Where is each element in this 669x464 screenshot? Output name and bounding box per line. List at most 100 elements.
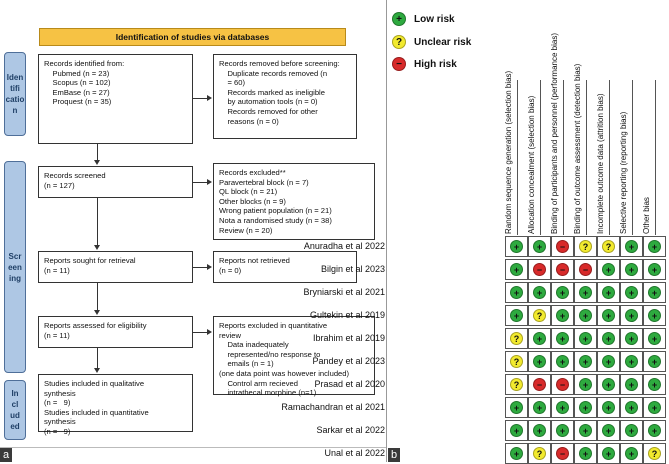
column-guide-line — [562, 80, 564, 235]
records-identified-box: Records identified from: Pubmed (n = 23)… — [38, 54, 193, 144]
risk-rating-icon: + — [648, 286, 661, 299]
risk-rating-icon: + — [648, 309, 661, 322]
connector-line — [97, 144, 98, 161]
risk-cell: + — [643, 351, 666, 372]
risk-rating-icon: ? — [510, 355, 523, 368]
connector-line — [193, 98, 208, 99]
risk-rating-icon: + — [579, 447, 592, 460]
arrow-head — [94, 245, 100, 250]
risk-cell: ? — [505, 351, 528, 372]
risk-cell: + — [574, 420, 597, 441]
risk-rating-icon: ? — [602, 240, 615, 253]
bias-domain-header: Binding of participants and personnel (p… — [549, 32, 559, 234]
stage-included: In cl ud ed — [4, 380, 26, 440]
risk-cell: + — [528, 397, 551, 418]
risk-rating-icon: + — [602, 286, 615, 299]
risk-cell: + — [620, 282, 643, 303]
risk-cell: + — [551, 351, 574, 372]
risk-cell: + — [574, 351, 597, 372]
legend-item: −High risk — [392, 57, 457, 71]
risk-rating-icon: + — [648, 240, 661, 253]
risk-rating-icon: + — [510, 263, 523, 276]
bias-domain-header: Incomplete outcome data (attrition bias) — [595, 93, 605, 234]
risk-cell: + — [597, 397, 620, 418]
risk-cell: + — [643, 397, 666, 418]
risk-rating-icon: + — [556, 309, 569, 322]
risk-cell: + — [597, 374, 620, 395]
risk-cell: + — [574, 328, 597, 349]
risk-rating-icon: + — [510, 309, 523, 322]
risk-rating-icon: + — [579, 286, 592, 299]
risk-cell: + — [505, 397, 528, 418]
risk-rating-icon: + — [579, 332, 592, 345]
study-label: Ibrahim et al 2019 — [312, 333, 385, 343]
risk-rating-icon: + — [510, 401, 523, 414]
column-guide-line — [608, 80, 610, 235]
risk-cell: ? — [528, 305, 551, 326]
risk-cell: + — [551, 328, 574, 349]
risk-rating-icon: + — [579, 378, 592, 391]
risk-cell: + — [620, 328, 643, 349]
connector-line — [97, 198, 98, 246]
bias-domain-header: Selective reporting (reporting bias) — [618, 111, 628, 234]
risk-cell: + — [528, 236, 551, 257]
risk-cell: + — [574, 282, 597, 303]
risk-rating-icon: ? — [510, 332, 523, 345]
risk-rating-icon: + — [625, 309, 638, 322]
legend-symbol-icon: ? — [392, 35, 406, 49]
reports-excluded-box: Reports excluded in quantitative review … — [213, 316, 375, 397]
risk-cell: + — [505, 305, 528, 326]
reports-not-retrieved-box: Reports not retrieved (n = 0) — [213, 251, 357, 283]
risk-cell: ? — [528, 443, 551, 464]
risk-cell: + — [528, 420, 551, 441]
risk-cell: − — [528, 374, 551, 395]
legend-label: High risk — [414, 58, 457, 70]
study-label: Sarkar et al 2022 — [316, 425, 385, 435]
risk-cell: − — [551, 236, 574, 257]
bias-domain-header: Other bias — [641, 197, 651, 234]
risk-cell: + — [597, 282, 620, 303]
study-label: Gultekin et al 2019 — [309, 310, 385, 320]
records-excluded-box: Records excluded** Paravertebral block (… — [213, 163, 375, 240]
prisma-flow-diagram: Identification of studies via databases … — [0, 28, 386, 462]
risk-cell: + — [551, 420, 574, 441]
risk-rating-icon: + — [556, 286, 569, 299]
risk-cell: ? — [643, 443, 666, 464]
legend-symbol-icon: − — [392, 57, 406, 71]
records-screened-box: Records screened (n = 127) — [38, 166, 193, 198]
legend-item: +Low risk — [392, 12, 455, 26]
risk-rating-icon: − — [556, 378, 569, 391]
risk-cell: + — [643, 236, 666, 257]
study-label: Prasad et al 2020 — [314, 379, 385, 389]
risk-rating-icon: + — [625, 401, 638, 414]
risk-cell: + — [528, 351, 551, 372]
risk-cell: + — [505, 420, 528, 441]
risk-cell: + — [620, 305, 643, 326]
risk-cell: + — [643, 374, 666, 395]
arrow-head — [94, 160, 100, 165]
risk-rating-icon: + — [533, 332, 546, 345]
risk-rating-icon: + — [602, 447, 615, 460]
risk-cell: + — [574, 374, 597, 395]
connector-line — [193, 267, 208, 268]
risk-cell: + — [597, 259, 620, 280]
risk-cell: − — [551, 259, 574, 280]
risk-cell: + — [574, 305, 597, 326]
risk-cell: + — [551, 282, 574, 303]
risk-rating-icon: + — [579, 401, 592, 414]
risk-cell: + — [597, 305, 620, 326]
risk-cell: + — [551, 397, 574, 418]
risk-rating-icon: − — [556, 240, 569, 253]
risk-rating-icon: + — [625, 332, 638, 345]
study-label: Pandey et al 2023 — [312, 356, 385, 366]
risk-rating-icon: + — [579, 355, 592, 368]
risk-cell: + — [551, 305, 574, 326]
risk-rating-icon: + — [533, 424, 546, 437]
column-guide-line — [631, 80, 633, 235]
column-guide-line — [539, 80, 541, 235]
risk-rating-icon: + — [602, 355, 615, 368]
risk-rating-icon: + — [625, 286, 638, 299]
risk-rating-icon: + — [510, 447, 523, 460]
legend-label: Low risk — [414, 13, 455, 25]
risk-rating-icon: + — [648, 424, 661, 437]
